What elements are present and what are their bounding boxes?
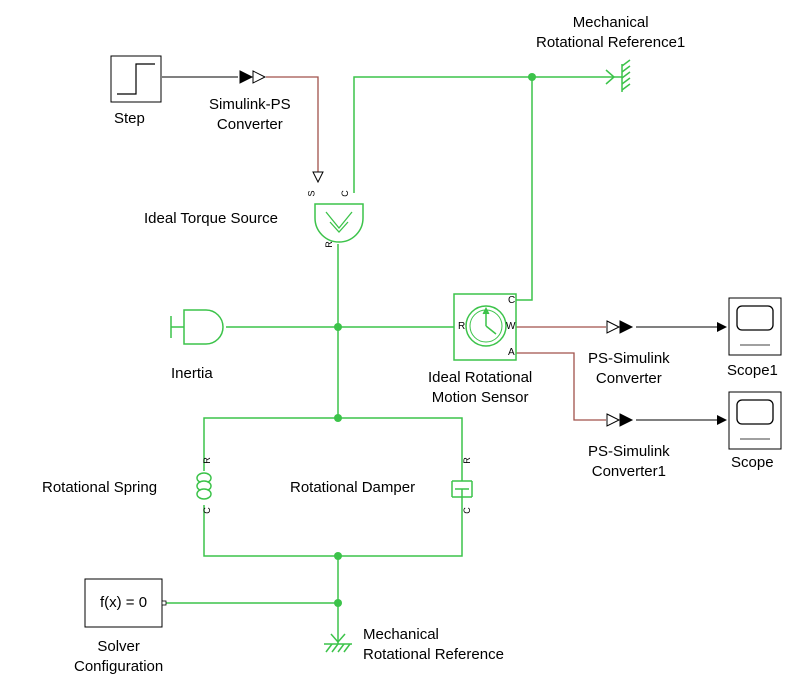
mechanical-reference-icon[interactable]: [324, 632, 352, 653]
connection-sps-to-torque[interactable]: [266, 76, 319, 172]
sensor-port-w: W: [506, 321, 516, 332]
solver-configuration-block[interactable]: [84, 578, 167, 628]
simulink-ps-converter-label: Simulink-PS Converter: [209, 96, 291, 133]
rotational-damper-label: Rotational Damper: [290, 479, 416, 496]
scope1-block[interactable]: [728, 297, 782, 356]
sensor-port-a: A: [508, 347, 515, 358]
step-label: Step: [114, 110, 145, 127]
ps-simulink-converter1-label: PS-Simulink Converter1: [588, 443, 670, 480]
step-icon: [117, 63, 155, 95]
solver-configuration-label: Solver Configuration: [74, 638, 164, 675]
motion-sensor-label: Ideal Rotational Motion Sensor: [428, 369, 533, 406]
scope1-label: Scope1: [727, 362, 778, 379]
junction-dots: [334, 73, 536, 607]
ps-connections: [266, 76, 606, 421]
connection-c-to-reference1[interactable]: [353, 76, 610, 193]
mechanical-reference1-icon[interactable]: [605, 59, 631, 92]
damper-port-r: R: [461, 457, 472, 464]
rotational-damper-block[interactable]: [451, 471, 473, 505]
solver-block-text: f(x) = 0: [99, 594, 148, 611]
sensor-port-c: C: [508, 295, 516, 306]
scope-block[interactable]: [728, 391, 782, 450]
signal-lines: [162, 76, 727, 425]
step-block[interactable]: [110, 55, 164, 105]
ps-simulink-converter-icon[interactable]: [606, 320, 634, 334]
connection-parallel-bottom[interactable]: [203, 505, 463, 557]
torque-port-c: C: [339, 190, 350, 197]
connection-parallel-top[interactable]: [203, 417, 463, 471]
rotational-spring-block[interactable]: [196, 472, 212, 500]
mechanical-reference1-label: Mechanical Rotational Reference1: [536, 14, 686, 51]
scope-label: Scope: [731, 454, 774, 471]
torque-port-r: R: [323, 241, 334, 248]
torque-arrow-icon: [325, 211, 353, 233]
connection-sensor-c-to-reference1[interactable]: [516, 77, 533, 301]
inertia-block[interactable]: [170, 309, 224, 345]
motion-sensor-block[interactable]: [453, 293, 517, 361]
ps-simulink-converter1-icon[interactable]: [606, 413, 634, 427]
sensor-port-r: R: [458, 321, 466, 332]
simulink-ps-converter-icon[interactable]: [239, 70, 267, 84]
torque-s-port-icon: [312, 171, 324, 184]
torque-port-s: S: [306, 190, 317, 197]
connection-a-to-pss1[interactable]: [516, 352, 606, 421]
damper-port-c: C: [461, 507, 472, 514]
mechanical-reference-label: Mechanical Rotational Reference: [363, 626, 504, 663]
spring-port-c: C: [201, 507, 212, 514]
ps-simulink-converter-label: PS-Simulink Converter: [588, 350, 670, 387]
physical-connections: [166, 76, 610, 632]
ideal-torque-source-block[interactable]: [314, 203, 364, 243]
spring-port-r: R: [201, 457, 212, 464]
inertia-label: Inertia: [171, 365, 213, 382]
ideal-torque-source-label: Ideal Torque Source: [144, 210, 278, 227]
rotational-spring-label: Rotational Spring: [42, 479, 158, 496]
